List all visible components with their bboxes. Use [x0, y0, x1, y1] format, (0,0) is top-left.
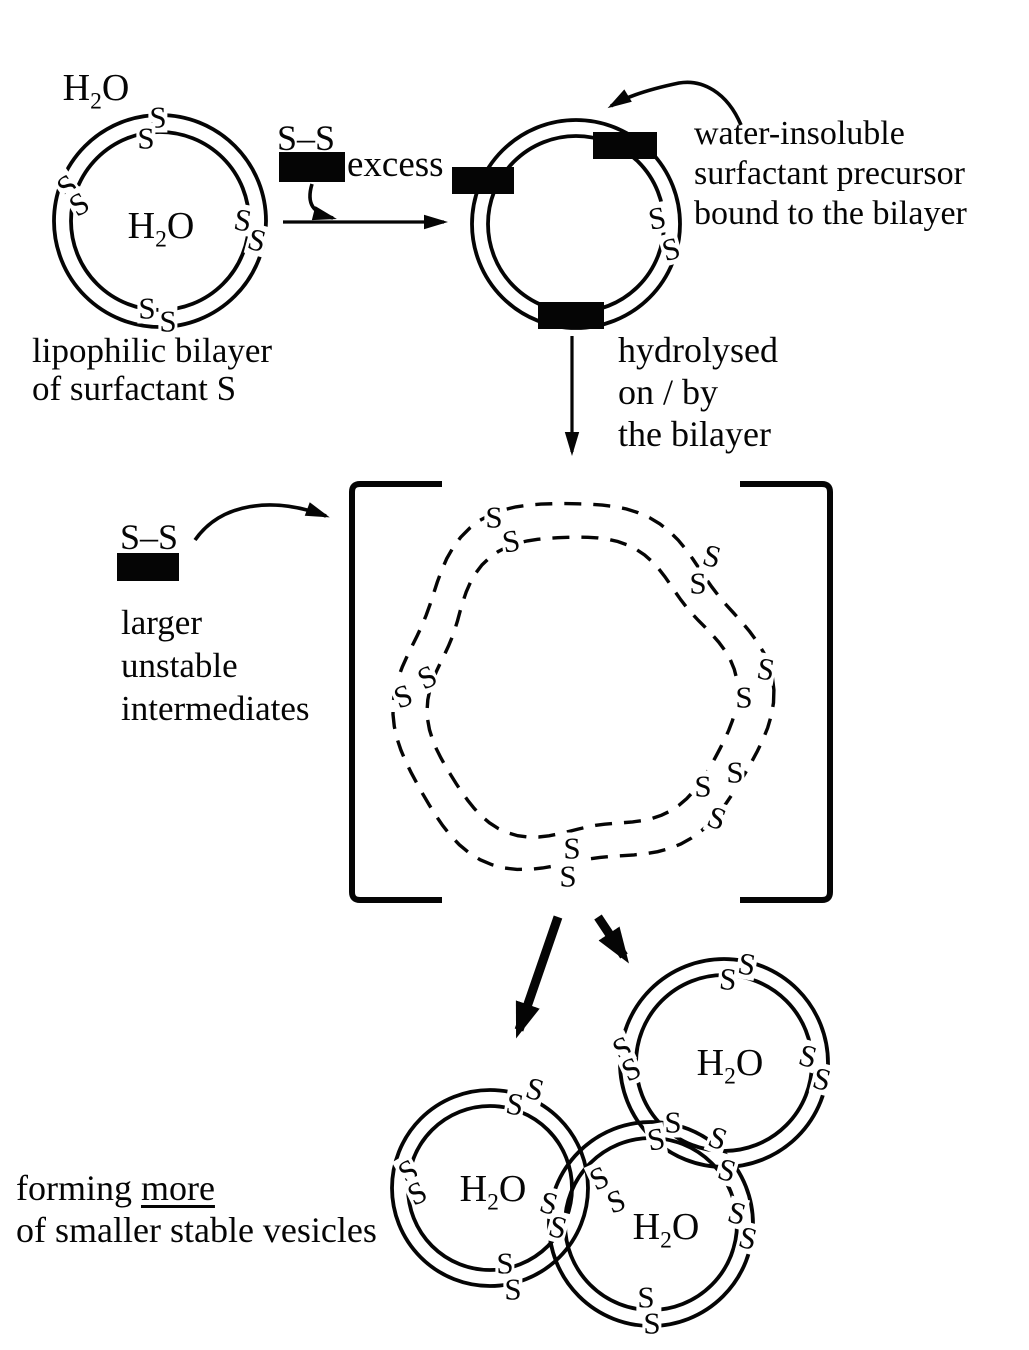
water-symbol: O	[498, 1168, 527, 1210]
water-symbol: O	[101, 67, 130, 109]
caption-line: intermediates	[121, 689, 310, 728]
water-symbol: H	[696, 1042, 725, 1084]
precursor-label-middle: S–S	[120, 517, 179, 557]
water-subscript: 2	[90, 88, 102, 115]
caption-line: bound to the bilayer	[694, 195, 967, 232]
binding-arrow	[607, 80, 743, 126]
initial-vesicle-caption: lipophilic bilayer of surfactant S	[32, 332, 272, 408]
surfactant-s-label: S	[388, 676, 418, 716]
water-label-exterior: H2O	[62, 67, 130, 113]
surfactant-s-label: S	[717, 960, 739, 998]
surfactant-s-label: S	[644, 199, 670, 237]
surfactant-s-label: S	[498, 522, 524, 560]
water-subscript: 2	[487, 1189, 499, 1216]
caption-line: lipophilic bilayer	[32, 331, 273, 370]
caption-underlined-text: more	[140, 1168, 215, 1208]
surfactant-s-label: S	[62, 184, 96, 224]
precursor-label-top: S–S	[277, 118, 336, 158]
surfactant-s-label: S	[753, 650, 779, 688]
surfactant-s-label: S	[158, 303, 178, 339]
daughter-vesicle-left-outer-membrane	[390, 1088, 590, 1288]
caption-line: surfactant precursor	[694, 155, 965, 192]
surfactant-s-label: S	[502, 1085, 528, 1123]
intermediate-addition-arrow	[193, 502, 330, 542]
surfactant-s-label: S	[136, 120, 156, 156]
surfactant-s-label: S	[713, 1150, 741, 1190]
surfactant-s-label: S	[636, 1279, 656, 1315]
surfactant-s-label: S	[484, 499, 504, 535]
caption-line: hydrolysed	[618, 330, 778, 370]
surfactant-s-label: S	[503, 1271, 523, 1307]
surfactant-s-label: S	[688, 565, 708, 601]
surfactant-s-label: S	[601, 1181, 631, 1221]
caption-line: of surfactant S	[32, 369, 237, 408]
caption-text: forming	[16, 1168, 141, 1208]
right-bracket	[740, 481, 833, 903]
water-subscript: 2	[724, 1063, 736, 1090]
water-symbol: O	[671, 1206, 700, 1248]
precursor-molecule-free-top	[279, 152, 345, 182]
caption-line: forming more	[16, 1167, 377, 1209]
surfactant-s-label: S	[562, 830, 582, 866]
surfactant-s-label: S	[615, 1049, 647, 1089]
precursor-molecule-free-middle	[117, 553, 179, 581]
water-symbol: H	[459, 1168, 488, 1210]
surfactant-s-label: S	[693, 768, 713, 804]
division-arrow-left	[514, 915, 563, 1039]
precursor-molecule-bound-left	[452, 167, 514, 194]
surfactant-s-label: S	[411, 657, 443, 697]
precursor-molecule-bound-bottom	[538, 302, 604, 329]
water-subscript: 2	[660, 1227, 672, 1254]
surfactant-s-label: S	[702, 798, 732, 838]
surfactant-s-label: S	[725, 754, 745, 790]
precursor-addition-arrow	[308, 183, 337, 221]
precursor-molecule-bound-topright	[593, 132, 657, 159]
hydrolysis-caption: hydrolysed on / by the bilayer	[618, 329, 778, 455]
caption-line: of smaller stable vesicles	[16, 1210, 377, 1250]
surfactant-s-label: S	[495, 1245, 515, 1281]
water-symbol: O	[166, 205, 195, 247]
surfactant-s-label: S	[137, 290, 157, 326]
surfactant-s-label: S	[401, 1173, 433, 1213]
surfactant-s-label: S	[642, 1305, 662, 1341]
surfactant-s-label: S	[663, 1104, 683, 1140]
water-symbol: H	[632, 1206, 661, 1248]
bound-precursor-caption: water-insoluble surfactant precursor bou…	[694, 114, 967, 234]
caption-line: larger	[121, 603, 202, 642]
water-symbol: H	[62, 67, 91, 109]
water-symbol: H	[127, 205, 156, 247]
caption-line: unstable	[121, 646, 238, 685]
result-caption: forming more of smaller stable vesicles	[16, 1167, 377, 1251]
surfactant-s-label: S	[657, 229, 685, 269]
water-label-initial-vesicle: H2O	[127, 205, 195, 251]
left-bracket	[349, 481, 442, 903]
water-label-daughter-right: H2O	[696, 1042, 764, 1088]
surfactant-s-label: S	[703, 1118, 733, 1158]
intermediates-caption: larger unstable intermediates	[121, 601, 310, 730]
water-symbol: O	[735, 1042, 764, 1084]
caption-line: on / by	[618, 372, 719, 412]
excess-label: excess	[347, 144, 444, 185]
water-label-daughter-middle: H2O	[632, 1206, 700, 1252]
water-subscript: 2	[155, 226, 167, 253]
caption-line: water-insoluble	[694, 115, 905, 152]
caption-line: the bilayer	[618, 414, 771, 454]
division-arrow-right	[594, 914, 629, 964]
surfactant-s-label: S	[734, 679, 754, 715]
water-label-daughter-left: H2O	[459, 1168, 527, 1214]
surfactant-s-label: S	[558, 858, 578, 894]
